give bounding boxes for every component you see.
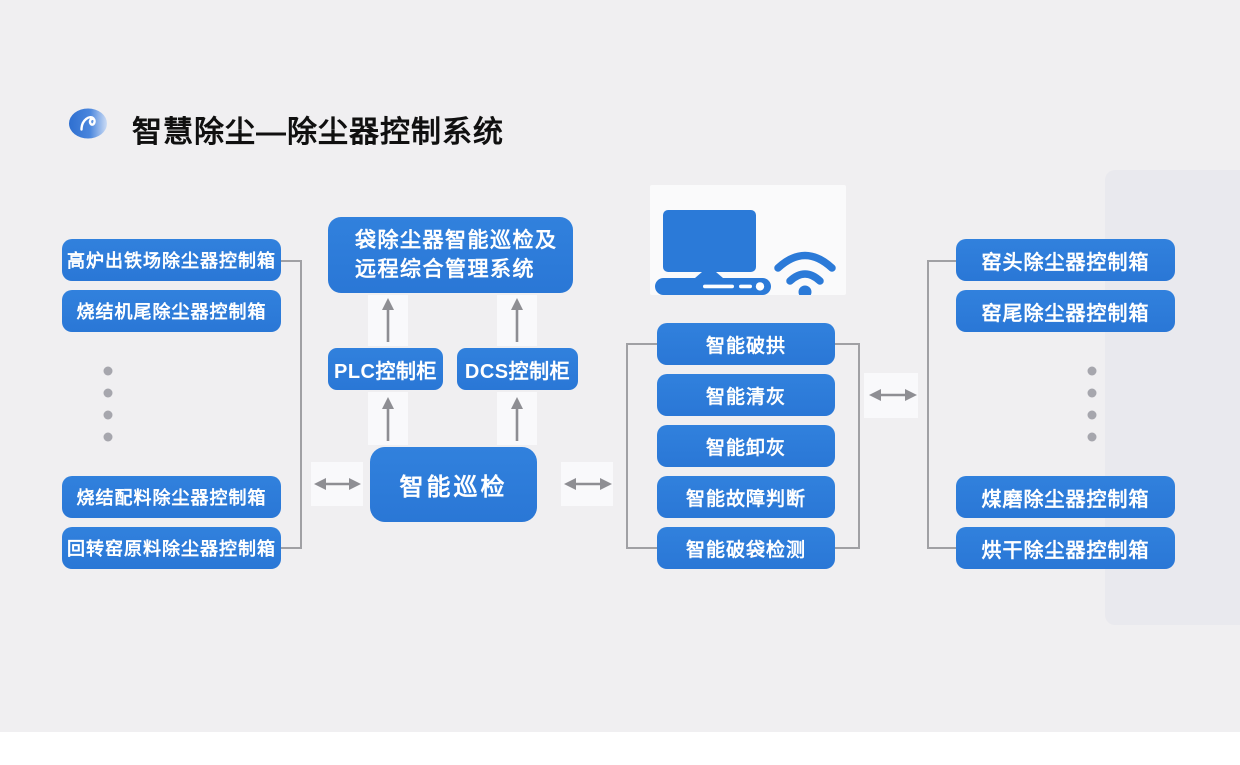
node-smart-arch-breaking: 智能破拱 [657,323,835,365]
node-kiln-tail-control-box: 窑尾除尘器控制箱 [956,290,1175,332]
computer-wifi-panel [650,185,846,299]
node-smart-inspection: 智能巡检 [370,447,537,522]
node-smart-ash-cleaning: 智能清灰 [657,374,835,416]
node-plc-cabinet: PLC控制柜 [328,348,443,390]
desktop-computer-icon [655,210,771,295]
node-sinter-batching-control-box: 烧结配料除尘器控制箱 [62,476,281,518]
node-kiln-head-control-box: 窑头除尘器控制箱 [956,239,1175,281]
management-system-line2: 远程综合管理系统 [355,258,535,281]
page-title: 智慧除尘—除尘器控制系统 [132,116,504,149]
management-system-line1: 袋除尘器智能巡检及 [355,229,558,252]
node-coal-mill-control-box: 煤磨除尘器控制箱 [956,476,1175,518]
node-smart-fault-diagnosis: 智能故障判断 [657,476,835,518]
node-dcs-cabinet: DCS控制柜 [457,348,578,390]
node-sinter-tail-control-box: 烧结机尾除尘器控制箱 [62,290,281,332]
node-management-system: 袋除尘器智能巡检及 远程综合管理系统 [328,217,573,293]
node-smart-ash-unloading: 智能卸灰 [657,425,835,467]
node-smart-bag-break-detection: 智能破袋检测 [657,527,835,569]
wifi-signal-icon [774,251,836,299]
slide-background [0,0,1240,732]
app-logo-icon [68,108,108,139]
node-drying-control-box: 烘干除尘器控制箱 [956,527,1175,569]
node-rotary-kiln-raw-material-control-box: 回转窑原料除尘器控制箱 [62,527,281,569]
node-blast-furnace-control-box: 高炉出铁场除尘器控制箱 [62,239,281,281]
